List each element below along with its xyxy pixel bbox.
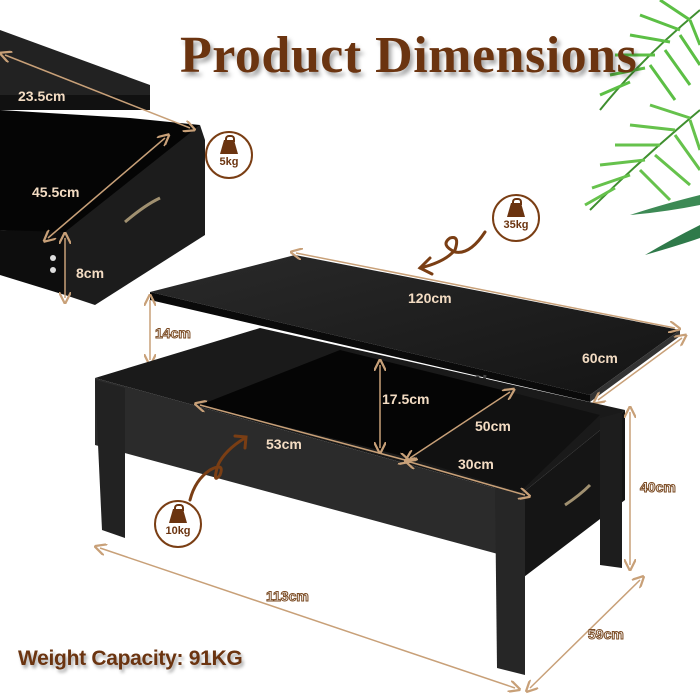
drawer-weight-value: 5kg	[219, 156, 239, 168]
storage-weight-badge: 10kg	[154, 500, 202, 548]
overall-width-label: 59cm	[588, 626, 625, 643]
weight-capacity-text: Weight Capacity: 91KG	[18, 647, 243, 670]
curly-arrow-icon	[188, 230, 487, 502]
storage-side-label: 30cm	[458, 456, 494, 472]
overall-length-label: 113cm	[266, 588, 310, 605]
top-depth-label: 60cm	[582, 350, 618, 366]
top-width-label: 120cm	[408, 290, 452, 306]
lift-height-label: 14cm	[155, 325, 192, 342]
storage-diag-label: 50cm	[475, 418, 511, 434]
drawer-inset-illustration	[0, 30, 205, 305]
top-weight-badge: 35kg	[492, 194, 540, 242]
drawer-height-label: 8cm	[76, 265, 105, 281]
overall-height-label: 40cm	[640, 479, 677, 496]
storage-depth-label: 17.5cm	[382, 391, 430, 407]
storage-length-label: 53cm	[266, 436, 302, 452]
coffee-table-body	[95, 328, 640, 688]
page-title: Product Dimensions	[180, 27, 638, 84]
weight-icon	[169, 504, 187, 523]
top-weight-value: 35kg	[503, 219, 529, 231]
drawer-weight-badge: 5kg	[205, 131, 253, 179]
drawer-length-label: 45.5cm	[32, 184, 80, 200]
weight-icon	[507, 198, 525, 217]
palm-leaf-decoration	[584, 0, 700, 255]
storage-weight-value: 10kg	[165, 525, 191, 537]
weight-icon	[220, 135, 238, 154]
drawer-depth-label: 23.5cm	[18, 88, 66, 104]
